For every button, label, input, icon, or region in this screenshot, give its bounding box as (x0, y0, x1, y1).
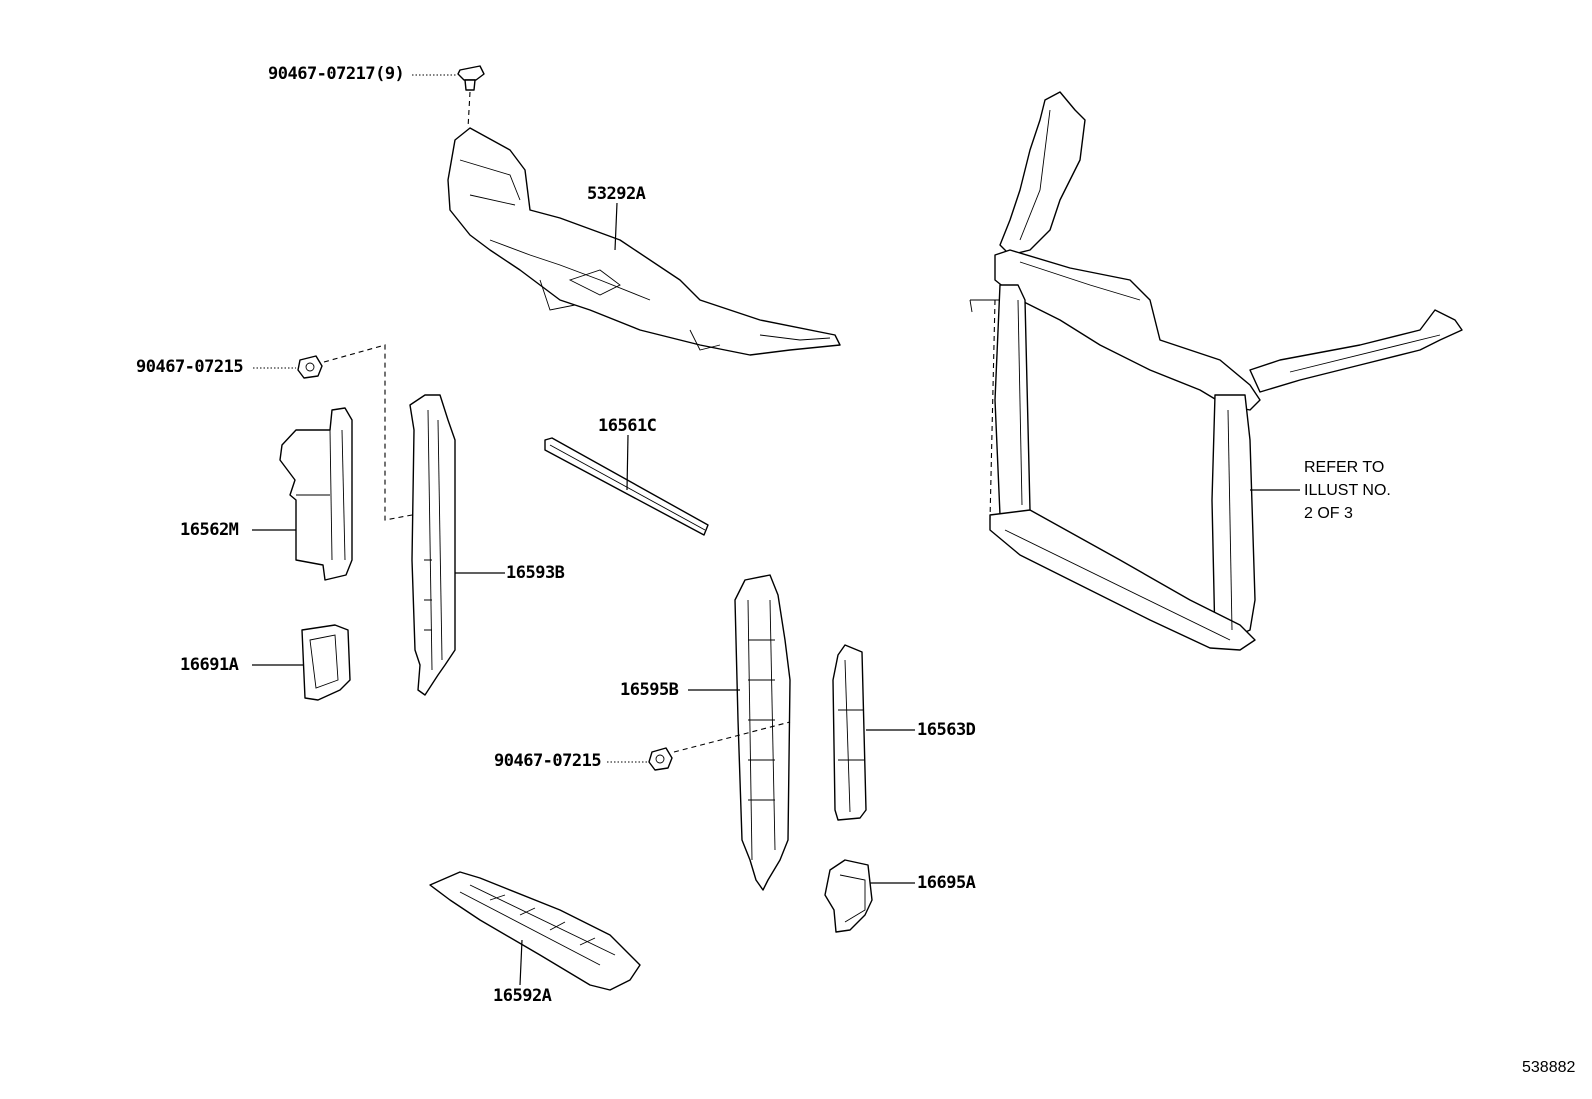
vertical-seal-16593B-shape (409, 394, 456, 696)
reference-note-line-3: 2 OF 3 (1304, 505, 1353, 522)
clip-top-icon (412, 65, 485, 129)
vertical-seal-16595B-shape (734, 574, 791, 891)
callout-53292A: 53292A (587, 184, 646, 204)
reference-note-line-2: ILLUST NO. (1304, 482, 1391, 499)
small-seal-16695A-shape (824, 859, 873, 933)
lower-seal-16592A-shape (429, 871, 641, 991)
clip-left-icon (253, 344, 413, 521)
reference-note: REFER TO ILLUST NO. 2 OF 3 (1304, 456, 1391, 525)
callout-90467-07215-mid: 90467-07215 (494, 751, 602, 771)
callout-90467-07215-left: 90467-07215 (136, 357, 244, 377)
callout-16695A: 16695A (917, 873, 976, 893)
callout-16593B: 16593B (506, 563, 565, 583)
side-seal-16563D-shape (832, 644, 867, 821)
small-seal-16691A-shape (301, 624, 351, 701)
side-seal-16562M-shape (279, 407, 353, 581)
callout-16562M: 16562M (180, 520, 239, 540)
reference-note-line-1: REFER TO (1304, 459, 1385, 476)
callout-16561C: 16561C (598, 416, 657, 436)
radiator-support-frame-shape (969, 91, 1463, 651)
callout-16595B: 16595B (620, 680, 679, 700)
drawing-number: 538882 (1522, 1059, 1576, 1076)
callout-16691A: 16691A (180, 655, 239, 675)
clip-mid-icon (607, 721, 791, 771)
leader-lines (252, 202, 1300, 986)
callout-16563D: 16563D (917, 720, 976, 740)
callout-16592A: 16592A (493, 986, 552, 1006)
upper-seal-53292A-shape (447, 127, 841, 356)
callout-90467-07217: 90467-07217(9) (268, 64, 405, 84)
